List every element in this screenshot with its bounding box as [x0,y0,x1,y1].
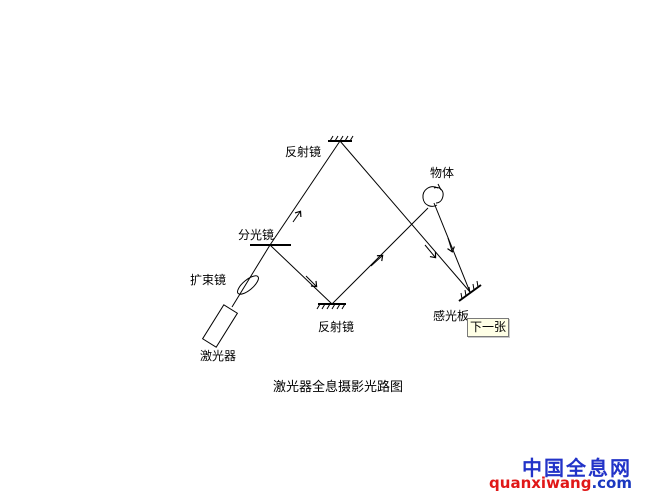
beam-splitter-to-bottom-mirror [269,244,333,305]
bottom-mirror-symbol [316,303,346,310]
beam-top-mirror-to-plate [339,140,471,293]
arrow-reference-up [292,210,302,223]
beam-splitter-to-top-mirror [269,140,341,246]
next-image-button[interactable]: 下一张 [467,318,509,337]
watermark-url-tld: .com [591,474,632,492]
arrow-reference-down [424,244,437,259]
label-beam-splitter: 分光镜 [238,228,275,242]
object-symbol [422,183,444,207]
expander-lens-symbol [237,275,259,295]
watermark-url-domain: quanxiwang [489,474,592,492]
laser-symbol [201,304,239,348]
arrow-object-up [370,254,384,267]
beam-laser-to-splitter [231,244,271,308]
diagram-caption: 激光器全息摄影光路图 [273,380,404,395]
arrow-scatter-to-plate [447,237,455,253]
label-top-mirror: 反射镜 [285,145,322,159]
photo-plate-symbol [458,280,482,302]
arrow-object-down [305,275,318,288]
beam-object-to-plate [433,202,471,293]
watermark-url: quanxiwang.com [489,474,632,492]
label-beam-expander: 扩束镜 [190,273,227,287]
top-mirror-symbol [328,135,354,142]
label-bottom-mirror: 反射镜 [318,320,355,334]
beam-bottom-mirror-to-object [331,207,429,305]
label-object: 物体 [430,166,455,180]
watermark-site-name: 中国全息网 [522,456,632,480]
label-laser: 激光器 [200,349,237,363]
label-photo-plate: 感光板 [433,309,470,323]
